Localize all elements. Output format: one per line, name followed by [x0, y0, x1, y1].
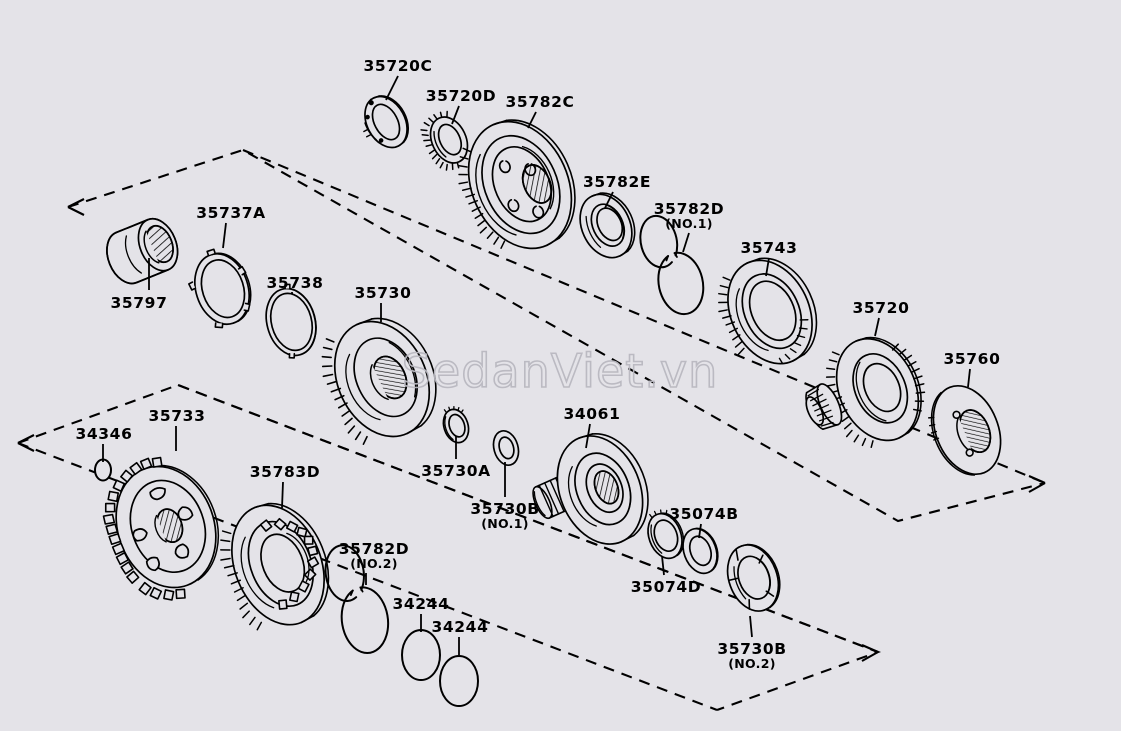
part-35797	[106, 217, 179, 285]
part-number-text: 35720	[852, 299, 910, 317]
part-number-text: 34244	[392, 595, 450, 613]
part-number-text: 35074B	[669, 505, 739, 523]
part-number-text: 35730A	[421, 462, 491, 480]
part-label-35733[interactable]: 35733	[149, 408, 206, 424]
leader-line-34061	[585, 423, 591, 449]
part-number-text: 35738	[266, 274, 324, 292]
part-label-35782d-2[interactable]: 35782D(NO.2)	[339, 541, 409, 571]
leader-line-35782e	[604, 191, 614, 209]
part-35782C	[458, 119, 576, 250]
leader-line-35782d	[682, 232, 690, 253]
part-34061	[532, 433, 649, 545]
part-label-35730a[interactable]: 35730A	[421, 463, 491, 479]
part-number-text: 35743	[740, 239, 798, 257]
group-upper-boundary	[67, 148, 1046, 523]
leader-line-35720c	[385, 75, 399, 101]
part-label-34061[interactable]: 34061	[564, 406, 621, 422]
leader-line-35720	[874, 317, 880, 337]
part-number-text: 35760	[943, 350, 1001, 368]
part-label-35743[interactable]: 35743	[741, 240, 798, 256]
part-label-35782e[interactable]: 35782E	[583, 174, 651, 190]
part-35074B	[682, 527, 719, 575]
part-label-35738[interactable]: 35738	[267, 275, 324, 291]
part-label-35782d-1[interactable]: 35782D(NO.1)	[654, 201, 724, 231]
part-number-text: 35074D	[630, 578, 702, 596]
part-35782D-no2	[324, 544, 390, 654]
part-number-text: 35730B	[717, 640, 787, 658]
part-number-text: 35720D	[425, 87, 497, 105]
part-label-34244[interactable]: 34244	[393, 596, 450, 612]
part-label-35730b-2[interactable]: 35730B(NO.2)	[717, 641, 786, 671]
part-number-text: 35782E	[582, 173, 652, 191]
part-35782D-no1	[639, 214, 705, 316]
part-number-text: 34346	[75, 425, 133, 443]
boundary-vertex-right-lower	[861, 644, 879, 662]
leader-line-35737a	[222, 222, 227, 249]
part-number-text: 35730	[354, 284, 412, 302]
boundary-vertex-right-upper	[1028, 475, 1046, 493]
leader-line-35074b	[698, 523, 702, 539]
leader-line-35730b	[749, 615, 753, 638]
part-35743	[718, 257, 818, 365]
group-lower-boundary-right	[177, 384, 879, 653]
part-35720C	[363, 95, 409, 149]
part-35783D	[220, 502, 330, 631]
part-label-35720[interactable]: 35720	[853, 300, 910, 316]
part-number-text: 35783D	[249, 463, 321, 481]
part-label-35720c[interactable]: 35720C	[364, 58, 433, 74]
part-35733	[102, 456, 220, 601]
part-35730A	[442, 405, 470, 444]
leader-line-35760	[967, 368, 971, 388]
part-number-text: 35720C	[363, 57, 433, 75]
part-35730B-no1	[492, 430, 520, 466]
part-label-35797[interactable]: 35797	[111, 295, 168, 311]
part-label-34346[interactable]: 34346	[76, 426, 133, 442]
part-label-35730[interactable]: 35730	[355, 285, 412, 301]
part-label-35074b[interactable]: 35074B	[669, 506, 738, 522]
part-label-35720d[interactable]: 35720D	[426, 88, 496, 104]
part-35737A	[188, 248, 252, 329]
part-number-text: 35737A	[196, 204, 266, 222]
part-number-suffix: (NO.2)	[728, 656, 776, 672]
leader-line-35720d	[451, 105, 460, 125]
part-label-35782c[interactable]: 35782C	[506, 94, 575, 110]
part-number-text: 34244	[431, 618, 489, 636]
leader-line-35074d	[661, 555, 665, 576]
part-35738	[265, 283, 317, 359]
boundary-vertex-left-lower	[17, 434, 35, 452]
part-number-text: 35730B	[470, 500, 540, 518]
leader-line-35782c	[527, 111, 537, 129]
part-label-35074d[interactable]: 35074D	[631, 579, 701, 595]
part-35720D	[420, 110, 469, 171]
part-label-35760[interactable]: 35760	[944, 351, 1001, 367]
part-number-text: 34061	[563, 405, 621, 423]
leader-line-35743	[765, 257, 770, 277]
part-number-text: 35782D	[338, 540, 410, 558]
part-label-35737a[interactable]: 35737A	[196, 205, 266, 221]
part-35760	[927, 384, 1002, 476]
leader-line-35783d	[281, 481, 284, 509]
part-35074D	[647, 509, 685, 560]
part-number-text: 35782D	[653, 200, 725, 218]
part-label-35730b-1[interactable]: 35730B(NO.1)	[470, 501, 539, 531]
part-number-suffix: (NO.2)	[350, 556, 398, 572]
part-label-34244[interactable]: 34244	[432, 619, 489, 635]
boundary-vertex-left-upper	[67, 198, 85, 216]
group-lower-boundary	[17, 383, 882, 711]
part-35720	[805, 336, 926, 449]
part-number-text: 35797	[110, 294, 168, 312]
part-number-suffix: (NO.1)	[665, 216, 713, 232]
part-number-text: 35733	[148, 407, 206, 425]
part-label-35783d[interactable]: 35783D	[250, 464, 320, 480]
part-number-text: 35782C	[505, 93, 575, 111]
part-35730	[321, 317, 437, 445]
part-35782E	[579, 192, 636, 259]
part-35730B-no2	[726, 543, 781, 612]
part-34244-b	[439, 655, 479, 707]
part-number-suffix: (NO.1)	[481, 516, 529, 532]
